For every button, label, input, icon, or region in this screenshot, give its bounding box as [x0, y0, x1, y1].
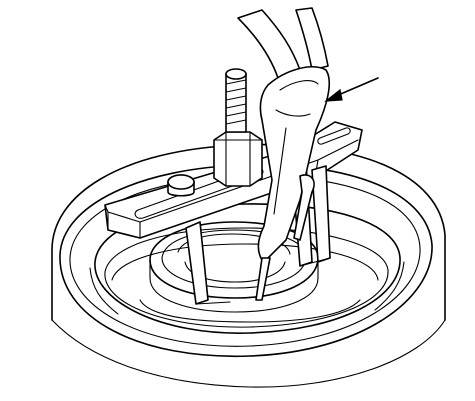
hub-ring: [149, 221, 319, 313]
knob: [167, 174, 195, 197]
slide-hammer-bolt-icon: [213, 68, 263, 187]
snap-ring-pliers-icon: [237, 7, 330, 301]
callout-arrow-icon: [324, 77, 379, 102]
